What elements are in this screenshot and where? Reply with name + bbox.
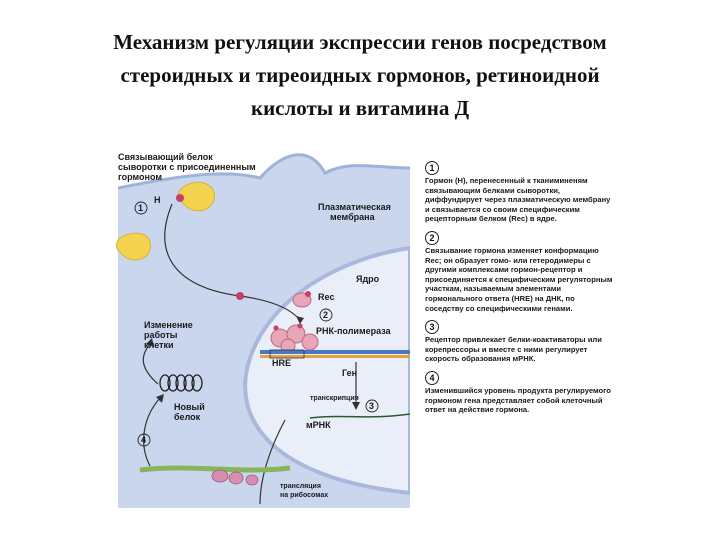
mrna-export-line: [259, 419, 286, 505]
hormone-mechanism-diagram: Связывающий белок сыворотки с присоедине…: [116, 152, 410, 508]
step-2-text: Связывание гормона изменяет конформацию …: [425, 245, 613, 313]
step-3-text: Рецептор привлекает белки-коактиваторы и…: [425, 335, 602, 364]
step-marker-3: 3: [369, 401, 374, 411]
label-membrane-1: Плазматическая: [318, 202, 391, 212]
label-binding-protein-1: Связывающий белок: [118, 152, 213, 162]
step-marker-2: 2: [323, 310, 328, 320]
label-new-protein-1: Новый: [174, 402, 205, 412]
title-line-1: Механизм регуляции экспрессии генов поср…: [113, 30, 607, 54]
hre-marker: [269, 349, 305, 359]
step-marker-1: 1: [138, 203, 143, 213]
step-marker-4: 4: [141, 435, 146, 445]
hormone-top: [176, 194, 184, 202]
protein-effect-arrowhead: [146, 338, 154, 347]
translation-arrow: [143, 397, 161, 467]
label-rec: Rec: [318, 292, 335, 302]
label-binding-protein-2: сыворотки с присоединенным: [118, 162, 256, 172]
label-rna-polymerase: РНК-полимераза: [316, 326, 392, 336]
title-line-3: кислоты и витамина Д: [250, 96, 470, 120]
label-change-1: Изменение: [144, 320, 193, 330]
label-hre: HRE: [272, 358, 291, 368]
mrna-in-nucleus: [309, 413, 410, 419]
label-mrna: мРНК: [306, 420, 331, 430]
ribosomes: [211, 469, 259, 486]
step-2: 2 Связывание гормона изменяет конформаци…: [425, 228, 615, 313]
step-1-number: 1: [425, 161, 439, 175]
transcription-arrowhead: [352, 402, 360, 410]
new-protein-coil: [159, 374, 203, 392]
step-4: 4 Изменившийся уровень продукта регулиру…: [425, 368, 615, 415]
plasma-membrane: [117, 153, 410, 190]
step-3: 3 Рецептор привлекает белки-коактиваторы…: [425, 317, 615, 364]
dna-strand-blue: [260, 350, 410, 354]
slide-title: Механизм регуляции экспрессии генов поср…: [20, 26, 700, 125]
step-3-number: 3: [425, 320, 439, 335]
binding-protein-lower: [116, 232, 152, 261]
hormone-path-arrow: [164, 203, 301, 321]
label-nucleus: Ядро: [356, 274, 380, 284]
hormone-on-rec: [305, 291, 311, 297]
step-1-text: Гормон (H), перенесенный к тканиминеням …: [425, 176, 611, 224]
label-hormone: H: [154, 195, 161, 205]
step-4-text: Изменившийся уровень продукта регулируем…: [425, 385, 611, 415]
hormone-path-arrowhead: [296, 316, 304, 324]
title-line-2: стероидных и тиреоидных гормонов, ретино…: [120, 63, 600, 87]
label-change-2: работы: [144, 330, 178, 340]
label-transcription: транскрипция: [310, 395, 359, 402]
label-gene: Ген: [342, 368, 357, 378]
label-new-protein-2: белок: [174, 412, 201, 422]
protein-effect-arrow: [142, 343, 159, 385]
label-membrane-2: мембрана: [330, 212, 376, 222]
dna-strand-orange: [260, 355, 410, 358]
hormone-in-cytoplasm: [236, 292, 244, 300]
mrna-green-strand: [139, 465, 291, 473]
step-2-number: 2: [425, 230, 439, 245]
step-4-number: 4: [425, 370, 439, 385]
steps-panel: 1 Гормон (H), перенесенный к тканиминеня…: [425, 158, 615, 419]
step-1: 1 Гормон (H), перенесенный к тканиминеня…: [425, 158, 615, 224]
label-change-3: клетки: [144, 340, 174, 350]
label-translation-1: трансляция: [280, 483, 321, 490]
label-translation-2: на рибосомах: [280, 491, 328, 499]
translation-arrowhead: [156, 394, 164, 403]
label-binding-protein-3: гормоном: [118, 172, 162, 182]
